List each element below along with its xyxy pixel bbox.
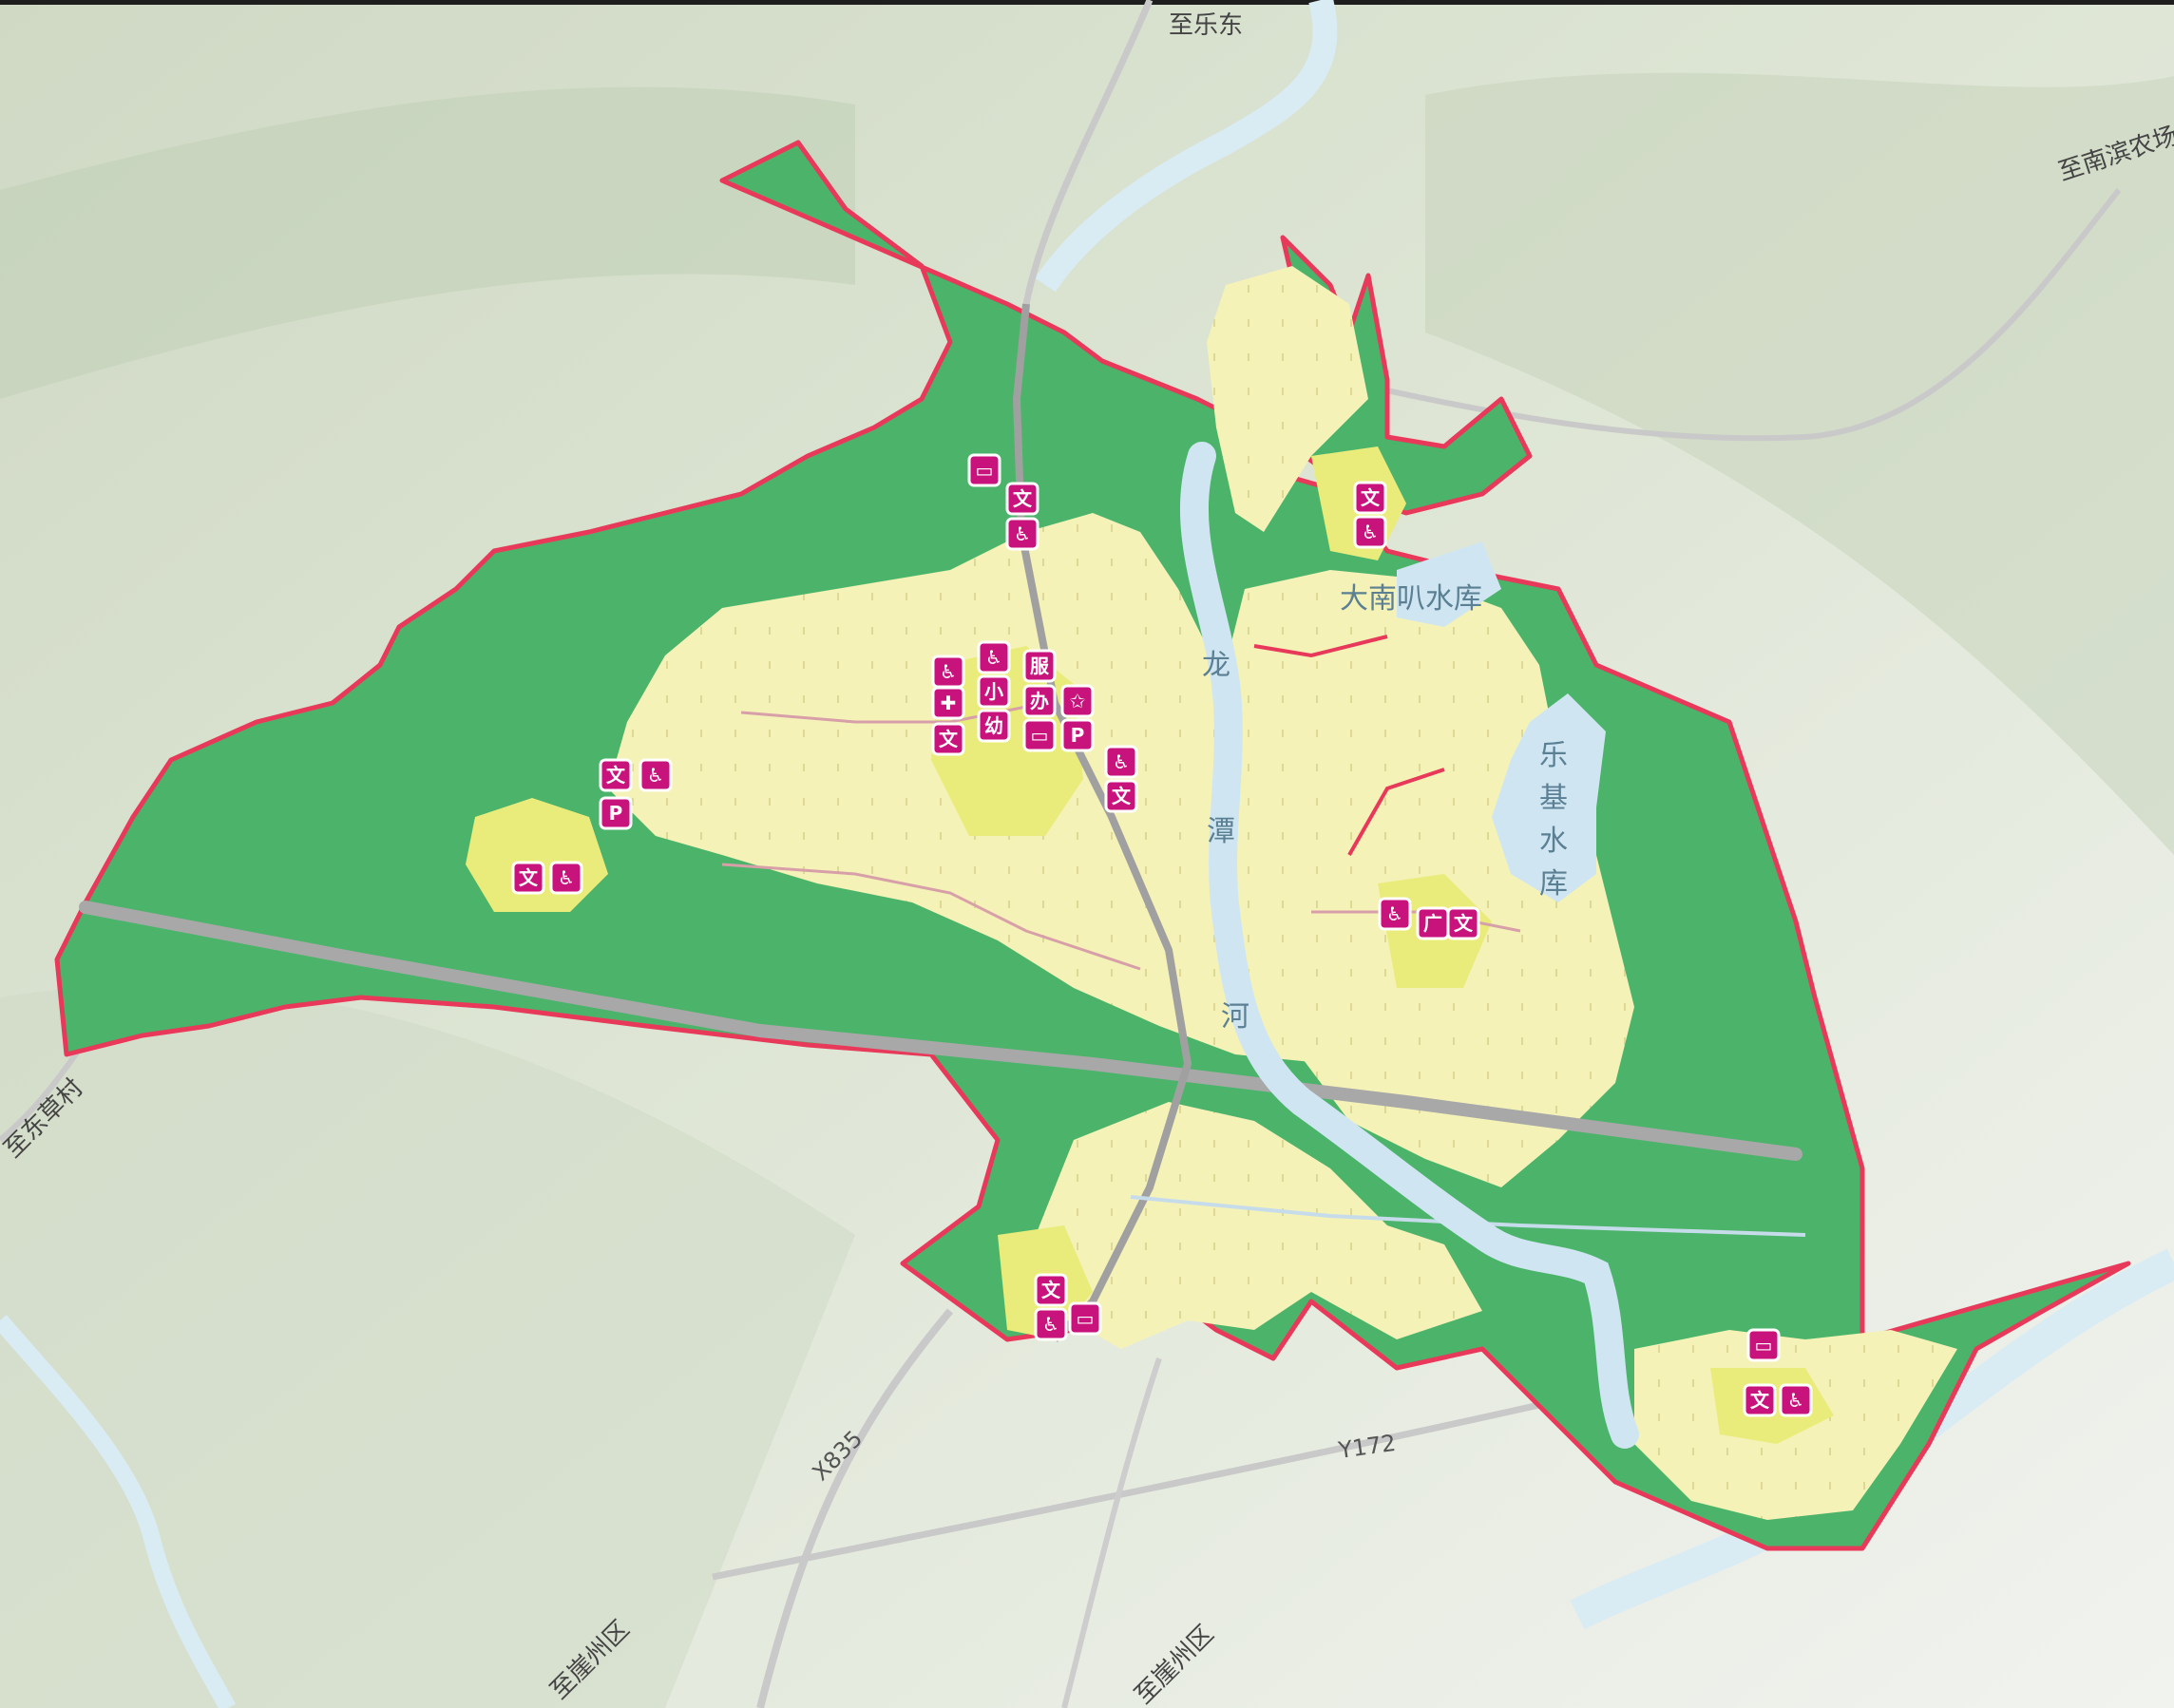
river-regional-north — [1035, 0, 1338, 293]
poi-culture-icon[interactable]: 文 — [1743, 1383, 1777, 1417]
poi-elder-icon[interactable]: ♿ — [1104, 745, 1138, 779]
svg-text:✚: ✚ — [941, 692, 957, 714]
local-road — [721, 863, 1141, 971]
poi-parking-icon[interactable]: P — [1060, 718, 1095, 752]
poi-culture-icon[interactable]: 文 — [931, 722, 965, 756]
svg-text:♿: ♿ — [1113, 750, 1130, 773]
zone-settlement-north — [1207, 266, 1368, 532]
river-regional-southwest — [0, 1315, 236, 1708]
poi-elder-icon[interactable]: ♿ — [1779, 1383, 1813, 1417]
river-label-char: 河 — [1221, 1000, 1249, 1034]
reservoir-label-char: 库 — [1539, 867, 1568, 901]
svg-text:文: 文 — [1041, 1279, 1061, 1301]
poi-elder-icon[interactable]: ♿ — [549, 861, 583, 895]
poi-culture-icon[interactable]: 文 — [1005, 482, 1039, 516]
svg-text:文: 文 — [606, 764, 626, 787]
svg-text:♿: ♿ — [558, 866, 575, 889]
river-label-char: 龙 — [1202, 649, 1230, 682]
svg-text:▭: ▭ — [976, 459, 994, 482]
poi-elder-icon[interactable]: ♿ — [1378, 897, 1412, 931]
svg-text:♿: ♿ — [940, 660, 957, 683]
svg-text:广: 广 — [1423, 912, 1442, 935]
svg-text:文: 文 — [1013, 487, 1033, 510]
poi-culture-icon[interactable]: 文 — [1353, 481, 1387, 515]
poi-square-icon[interactable]: 广 — [1416, 906, 1450, 940]
poi-bus-icon[interactable]: ▭ — [1746, 1328, 1781, 1362]
poi-bus-icon[interactable]: ▭ — [1068, 1301, 1102, 1336]
road-south — [1061, 1357, 1162, 1708]
poi-elder-icon[interactable]: ♿ — [1353, 515, 1387, 549]
river-longtan — [1179, 442, 1639, 1449]
poi-medical-icon[interactable]: ✚ — [931, 686, 965, 720]
svg-text:幼: 幼 — [984, 714, 1003, 737]
svg-text:P: P — [1071, 724, 1085, 747]
rail-line — [79, 901, 1802, 1161]
river-label-char: 潭 — [1207, 815, 1235, 848]
planned-road — [1253, 635, 1388, 658]
reservoir-lejishui — [1492, 693, 1606, 902]
poi-kindergarten-icon[interactable]: 幼 — [977, 709, 1011, 743]
poi-primary-school-icon[interactable]: 小 — [977, 674, 1011, 709]
place-label-north: 至乐东 — [1169, 11, 1243, 40]
poi-parking-icon[interactable]: P — [599, 796, 633, 830]
poi-bus-icon[interactable]: ▭ — [1022, 718, 1057, 752]
poi-elder-icon[interactable]: ♿ — [1034, 1307, 1068, 1341]
svg-text:▭: ▭ — [1077, 1307, 1095, 1330]
poi-elder-icon[interactable]: ♿ — [639, 758, 673, 792]
svg-text:小: 小 — [984, 680, 1003, 703]
svg-text:文: 文 — [1361, 486, 1381, 509]
reservoir-danan — [1397, 541, 1501, 627]
svg-text:♿: ♿ — [1042, 1313, 1059, 1336]
poi-culture-icon[interactable]: 文 — [599, 758, 633, 792]
svg-text:文: 文 — [939, 728, 959, 750]
svg-text:♿: ♿ — [1386, 902, 1403, 925]
main-road — [1012, 303, 1192, 1342]
terrain-ridge — [0, 985, 855, 1708]
svg-text:▭: ▭ — [1031, 724, 1049, 747]
poi-culture-icon[interactable]: 文 — [1104, 779, 1138, 813]
planned-road — [1347, 768, 1445, 856]
svg-text:文: 文 — [1750, 1389, 1770, 1412]
svg-text:文: 文 — [1454, 912, 1474, 935]
svg-text:♿: ♿ — [647, 764, 664, 787]
svg-text:办: 办 — [1030, 690, 1049, 712]
poi-bus-icon[interactable]: ▭ — [967, 453, 1001, 487]
terrain-ridge — [1425, 72, 2174, 855]
poi-culture-icon[interactable]: 文 — [511, 861, 545, 895]
poi-elder-icon[interactable]: ♿ — [1005, 517, 1039, 551]
svg-text:▭: ▭ — [1755, 1334, 1773, 1357]
poi-star-icon[interactable]: ✩ — [1060, 684, 1095, 718]
terrain-ridge — [0, 86, 855, 399]
poi-office-icon[interactable]: 办 — [1022, 684, 1057, 718]
zone-settlement-south — [1036, 1102, 1482, 1349]
svg-text:♿: ♿ — [985, 646, 1002, 669]
road-y172 — [712, 1393, 1578, 1581]
water-label-danan: 大南叭水库 — [1340, 582, 1482, 616]
top-border — [0, 0, 2174, 5]
svg-text:文: 文 — [1112, 785, 1132, 807]
reservoir-label-char: 基 — [1539, 782, 1568, 815]
svg-text:P: P — [609, 802, 623, 825]
reservoir-label-char: 水 — [1539, 825, 1568, 858]
svg-text:♿: ♿ — [1787, 1389, 1804, 1412]
reservoir-label-char: 乐 — [1539, 739, 1568, 772]
svg-text:服: 服 — [1030, 655, 1050, 677]
poi-culture-icon[interactable]: 文 — [1034, 1273, 1068, 1307]
poi-elder-icon[interactable]: ♿ — [977, 640, 1011, 674]
svg-text:♿: ♿ — [1362, 521, 1379, 543]
poi-culture-icon[interactable]: 文 — [1446, 906, 1480, 940]
poi-service-icon[interactable]: 服 — [1022, 649, 1057, 683]
poi-elder-icon[interactable]: ♿ — [931, 655, 965, 689]
road-northeast — [1253, 188, 2122, 442]
svg-text:♿: ♿ — [1014, 522, 1031, 545]
road-x835 — [756, 1308, 954, 1708]
local-road — [1130, 1195, 1806, 1237]
svg-text:文: 文 — [519, 866, 539, 889]
road-north — [1022, 0, 1154, 305]
svg-text:✩: ✩ — [1070, 690, 1086, 712]
